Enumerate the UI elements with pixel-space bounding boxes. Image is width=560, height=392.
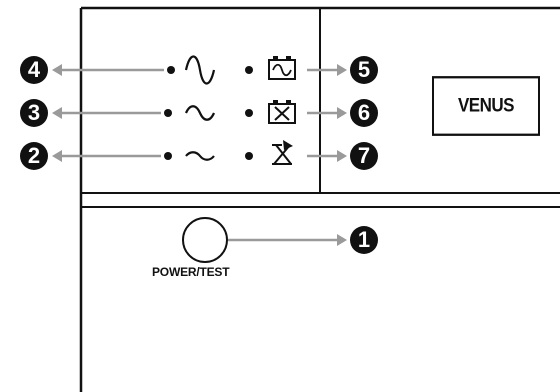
- callout-2: 2: [20, 142, 48, 170]
- callout-7: 7: [350, 142, 378, 170]
- battery-ac-icon: [268, 56, 296, 80]
- led-dot: [164, 152, 172, 160]
- led-dot: [245, 152, 253, 160]
- sine-wave-small-icon: [185, 151, 215, 161]
- callout-3: 3: [20, 99, 48, 127]
- led-dot: [245, 66, 253, 74]
- sine-wave-large-icon: [184, 55, 216, 85]
- led-dot: [164, 109, 172, 117]
- sine-wave-medium-icon: [184, 105, 216, 121]
- power-test-label: POWER/TEST: [152, 265, 230, 279]
- battery-fault-icon: [268, 100, 296, 124]
- power-test-button[interactable]: [182, 217, 228, 263]
- callout-arrows-right: [228, 64, 347, 246]
- callout-arrows-left: [52, 64, 164, 162]
- callout-4: 4: [20, 56, 48, 84]
- callout-6: 6: [350, 99, 378, 127]
- brand-label: VENUS: [432, 76, 540, 136]
- callout-5: 5: [350, 56, 378, 84]
- callout-1: 1: [350, 226, 378, 254]
- fan-fault-icon: [272, 140, 293, 165]
- led-dot: [245, 109, 253, 117]
- led-dot: [167, 66, 175, 74]
